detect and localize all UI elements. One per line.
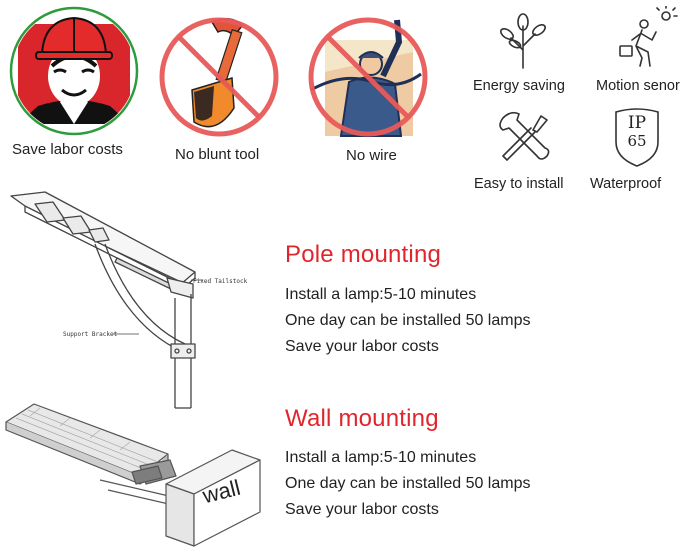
pole-lamp-drawing: Fixed Tailstock Support Bracket [10, 191, 248, 409]
feature-energy-saving: Energy saving [473, 78, 565, 94]
wrench-screwdriver-icon [499, 111, 550, 161]
ip65-shield-icon [615, 108, 659, 167]
tree-icon [500, 13, 546, 69]
pole-line-3: Save your labor costs [285, 338, 439, 355]
energy-saving-feature [493, 10, 553, 70]
pole-mounting-title: Pole mounting [285, 241, 442, 268]
caption-no-wire: No wire [346, 147, 397, 164]
worker-badge [8, 6, 140, 136]
pole-line-2: One day can be installed 50 lamps [285, 312, 531, 329]
wall-line-3: Save your labor costs [285, 501, 439, 518]
pole-line-1: Install a lamp:5-10 minutes [285, 286, 477, 303]
feature-easy-install: Easy to install [474, 176, 564, 192]
wall-lamp-drawing [5, 403, 261, 547]
ip-rating-number: 65 [627, 132, 647, 150]
no-wire-badge [303, 12, 433, 142]
wall-line-2: One day can be installed 50 lamps [285, 475, 531, 492]
caption-no-blunt-tool: No blunt tool [175, 146, 260, 163]
ip-badge-text: IP [627, 113, 647, 133]
pole-mounting-diagram: Fixed Tailstock Support Bracket [5, 186, 275, 416]
caption-save-labor: Save labor costs [12, 141, 123, 158]
label-support-bracket: Support Bracket [63, 331, 118, 338]
no-blunt-tool-badge [154, 12, 284, 142]
wall-mounting-title: Wall mounting [285, 405, 439, 432]
walking-person-icon [619, 6, 678, 67]
easy-install-feature [493, 108, 553, 166]
motion-sensor-feature [616, 6, 680, 68]
feature-waterproof: Waterproof [590, 176, 662, 192]
wall-line-1: Install a lamp:5-10 minutes [285, 449, 477, 466]
wire-worker-prohibited-icon [308, 17, 428, 137]
feature-motion-sensor: Motion senor [596, 78, 680, 94]
wall-mounting-diagram: wall [0, 396, 272, 556]
shovel-prohibited-icon [159, 17, 279, 137]
worker-icon [9, 6, 139, 136]
waterproof-feature: IP 65 [612, 106, 662, 168]
label-fixed-tailstock: Fixed Tailstock [193, 278, 248, 285]
